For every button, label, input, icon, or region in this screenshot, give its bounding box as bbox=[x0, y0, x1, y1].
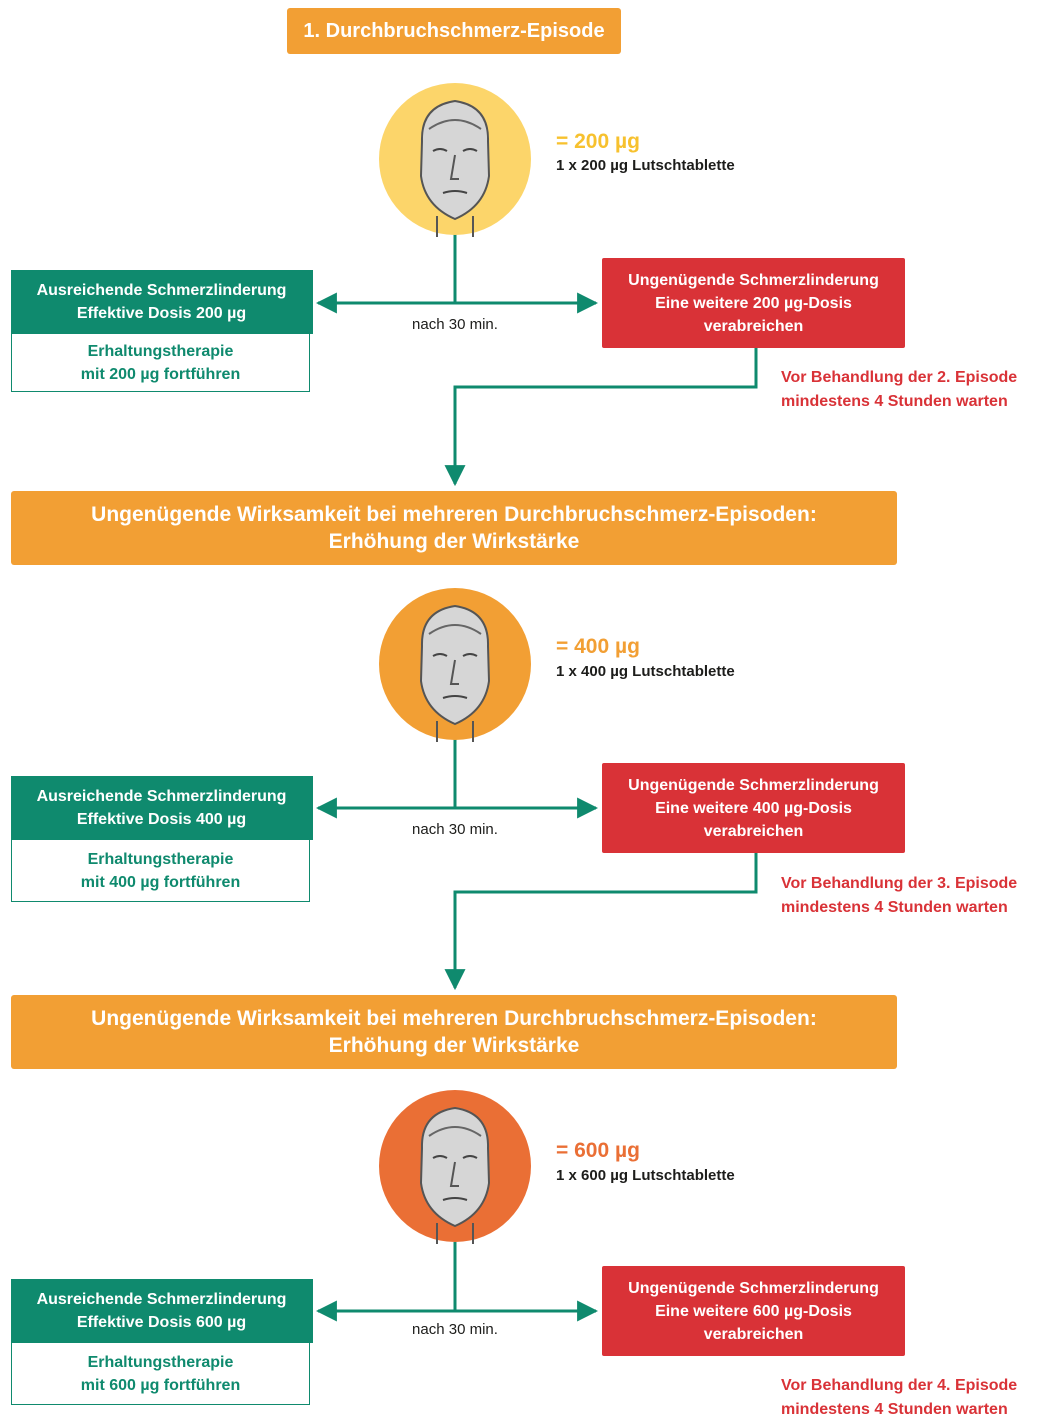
sufficient-title: Ausreichende Schmerzlinderung bbox=[36, 281, 287, 299]
insufficient-relief-box: Ungenügende Schmerzlinderung Eine weiter… bbox=[602, 1266, 905, 1356]
wait-line-2: mindestens 4 Stunden warten bbox=[781, 899, 1008, 916]
sufficient-dose: Effektive Dosis 200 µg bbox=[76, 304, 247, 322]
escalation-banner: Ungenügende Wirksamkeit bei mehreren Dur… bbox=[11, 491, 897, 565]
dose-amount: = 400 µg bbox=[556, 635, 640, 658]
wait-note: Vor Behandlung der 4. Episode mindestens… bbox=[781, 1374, 1043, 1422]
after-time-label: nach 30 min. bbox=[412, 1321, 498, 1338]
wait-line-2: mindestens 4 Stunden warten bbox=[781, 393, 1008, 410]
insufficient-line-3: verabreichen bbox=[703, 317, 804, 335]
maintenance-line-2: mit 600 µg fortführen bbox=[80, 1377, 241, 1394]
wait-line-1: Vor Behandlung der 3. Episode bbox=[781, 875, 1018, 892]
insufficient-title: Ungenügende Schmerzlinderung bbox=[628, 271, 879, 289]
banner-line-1: Ungenügende Wirksamkeit bei mehreren Dur… bbox=[91, 1007, 817, 1030]
wait-line-1: Vor Behandlung der 4. Episode bbox=[781, 1377, 1018, 1394]
escalation-line-1 bbox=[444, 348, 758, 487]
sufficient-title: Ausreichende Schmerzlinderung bbox=[36, 787, 287, 805]
dose-tablet: 1 x 600 µg Lutschtablette bbox=[556, 1167, 735, 1184]
dose-tablet: 1 x 200 µg Lutschtablette bbox=[556, 157, 735, 174]
insufficient-line-3: verabreichen bbox=[703, 822, 804, 840]
maintenance-line-2: mit 400 µg fortführen bbox=[80, 874, 241, 891]
sufficient-title: Ausreichende Schmerzlinderung bbox=[36, 1290, 287, 1308]
episode-title: 1. Durchbruchschmerz-Episode bbox=[287, 8, 621, 54]
insufficient-relief-box: Ungenügende Schmerzlinderung Eine weiter… bbox=[602, 258, 905, 348]
sufficient-dose: Effektive Dosis 400 µg bbox=[76, 810, 247, 828]
maintenance-line-2: mit 200 µg fortführen bbox=[80, 366, 241, 383]
wait-line-2: mindestens 4 Stunden warten bbox=[781, 1401, 1008, 1418]
patient-face-icon bbox=[377, 1088, 533, 1244]
sufficient-relief-box: Ausreichende Schmerzlinderung Effektive … bbox=[10, 775, 313, 902]
banner-line-1: Ungenügende Wirksamkeit bei mehreren Dur… bbox=[91, 503, 817, 526]
dose-amount: = 600 µg bbox=[556, 1139, 640, 1162]
insufficient-line-2: Eine weitere 600 µg-Dosis bbox=[655, 1302, 852, 1320]
dose-tablet: 1 x 400 µg Lutschtablette bbox=[556, 663, 735, 680]
banner-line-2: Erhöhung der Wirkstärke bbox=[328, 530, 580, 553]
wait-line-1: Vor Behandlung der 2. Episode bbox=[781, 369, 1018, 386]
escalation-line-2 bbox=[444, 853, 758, 991]
escalation-banner: Ungenügende Wirksamkeit bei mehreren Dur… bbox=[11, 995, 897, 1069]
after-time-label: nach 30 min. bbox=[412, 316, 498, 333]
wait-note: Vor Behandlung der 3. Episode mindestens… bbox=[781, 872, 1043, 920]
sufficient-relief-box: Ausreichende Schmerzlinderung Effektive … bbox=[10, 1278, 313, 1405]
dose-amount: = 200 µg bbox=[556, 130, 640, 153]
patient-face-icon bbox=[377, 586, 533, 742]
after-time-label: nach 30 min. bbox=[412, 821, 498, 838]
sufficient-dose: Effektive Dosis 600 µg bbox=[76, 1313, 247, 1331]
insufficient-line-2: Eine weitere 200 µg-Dosis bbox=[655, 294, 852, 312]
insufficient-line-2: Eine weitere 400 µg-Dosis bbox=[655, 799, 852, 817]
patient-face-icon bbox=[377, 81, 533, 237]
insufficient-line-3: verabreichen bbox=[703, 1325, 804, 1343]
wait-note: Vor Behandlung der 2. Episode mindestens… bbox=[781, 366, 1043, 414]
insufficient-title: Ungenügende Schmerzlinderung bbox=[628, 776, 879, 794]
maintenance-line-1: Erhaltungstherapie bbox=[87, 851, 234, 868]
maintenance-line-1: Erhaltungstherapie bbox=[87, 343, 234, 360]
insufficient-title: Ungenügende Schmerzlinderung bbox=[628, 1279, 879, 1297]
insufficient-relief-box: Ungenügende Schmerzlinderung Eine weiter… bbox=[602, 763, 905, 853]
sufficient-relief-box: Ausreichende Schmerzlinderung Effektive … bbox=[10, 269, 313, 392]
banner-line-2: Erhöhung der Wirkstärke bbox=[328, 1034, 580, 1057]
maintenance-line-1: Erhaltungstherapie bbox=[87, 1354, 234, 1371]
